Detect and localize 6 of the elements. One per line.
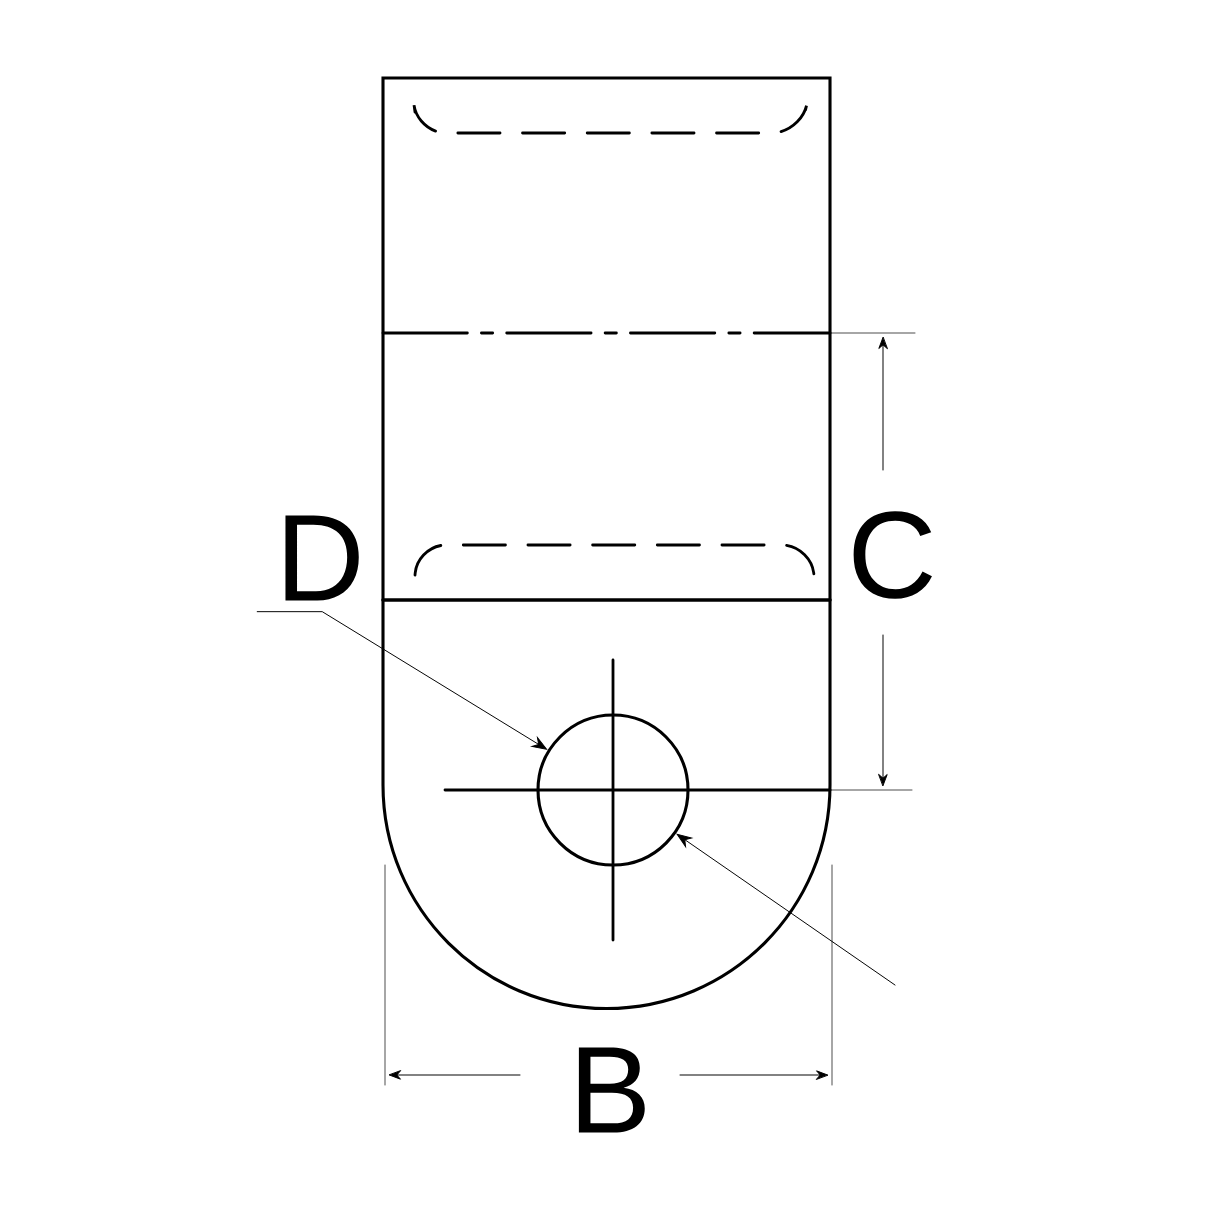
leader-line — [676, 833, 896, 986]
dimension-letter: D — [285, 515, 359, 601]
hole-circle — [536, 713, 690, 867]
dimension-letter: B — [578, 1047, 645, 1133]
dimension-letter: C — [853, 511, 932, 599]
leader-line — [256, 611, 548, 750]
